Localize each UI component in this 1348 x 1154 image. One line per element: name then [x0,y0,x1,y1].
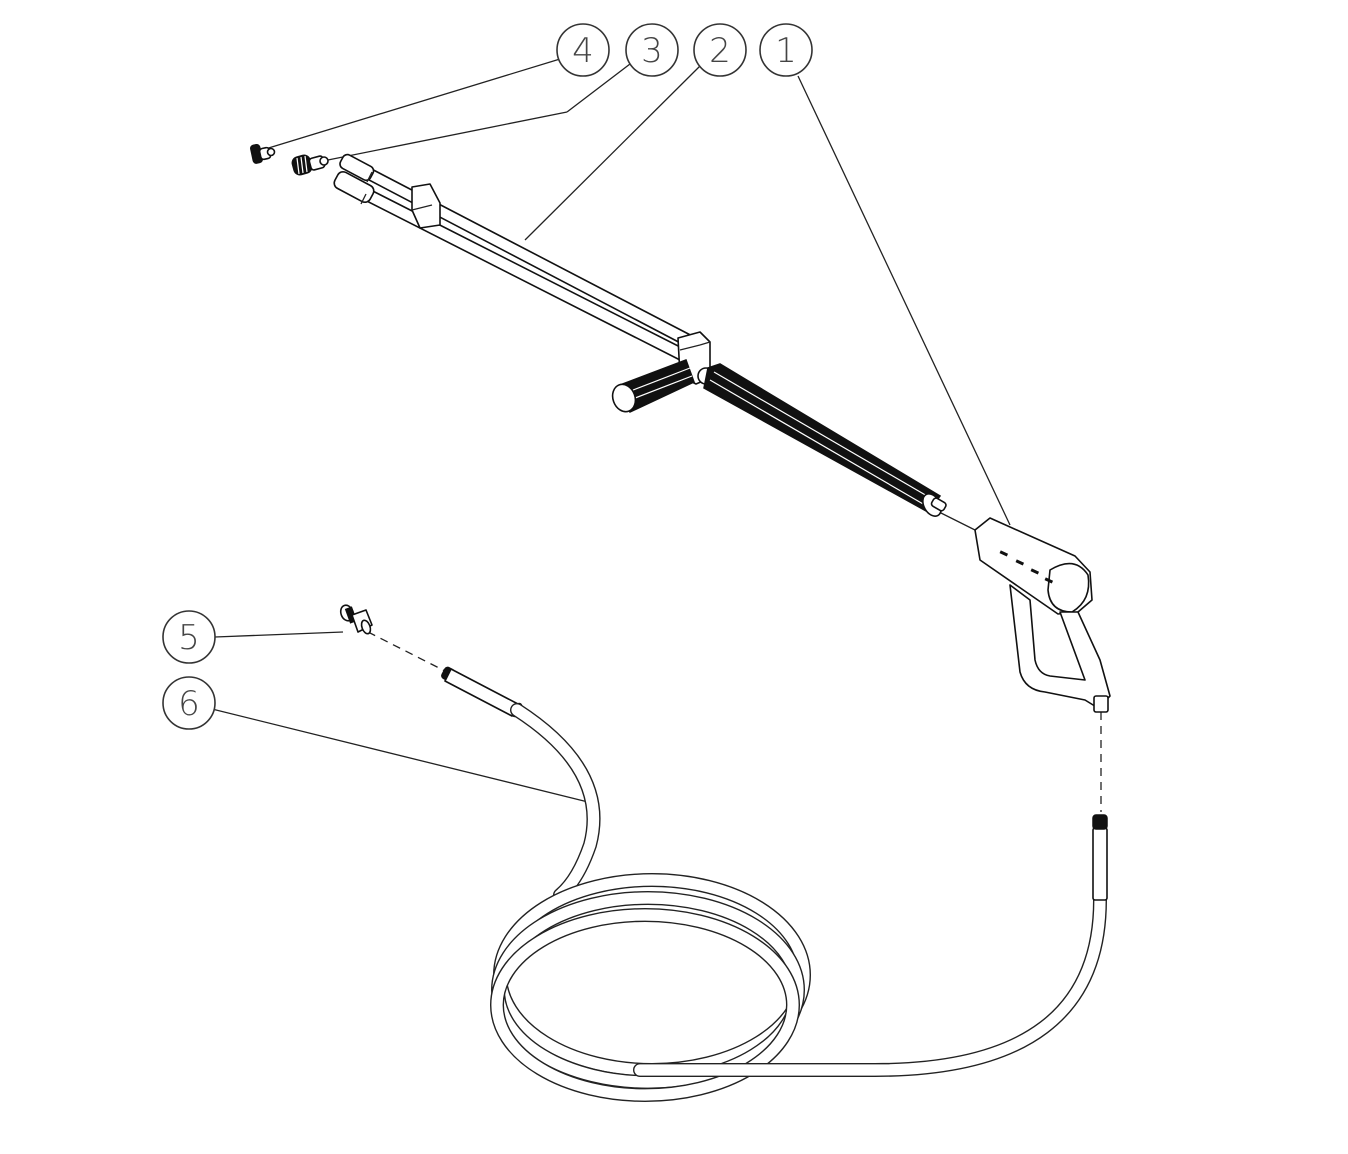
leader-5 [214,631,344,638]
callout-5: 5 [162,610,216,664]
hose-adapter-part[interactable] [339,603,373,635]
leader-2 [524,65,701,241]
leader-3 [566,63,631,113]
trigger-gun-part[interactable] [974,517,1111,713]
callout-1: 1 [759,23,813,77]
leader-1 [797,75,1011,526]
callout-4-label: 4 [572,31,594,71]
callout-4: 4 [556,23,610,77]
leader-6 [211,708,589,803]
axis-lance-gun [934,509,976,531]
callout-6: 6 [162,676,216,730]
callout-6-label: 6 [178,684,200,724]
leader-lines [211,58,1102,812]
callout-2: 2 [693,23,747,77]
dual-lance-part[interactable] [332,153,947,520]
callout-1-label: 1 [775,31,797,71]
callout-3: 3 [625,23,679,77]
main-grip-handle [697,363,947,517]
callout-3-label: 3 [641,31,663,71]
leader-4 [261,58,561,151]
quick-coupler-part[interactable] [291,154,329,176]
leader-3b [312,111,568,164]
axis-adapter-hose [367,631,448,673]
callout-5-label: 5 [178,618,200,658]
nozzle-tip-part[interactable] [250,143,276,164]
side-grip-handle [611,359,695,414]
high-pressure-hose-part[interactable] [441,666,1108,1102]
callout-2-label: 2 [709,31,731,71]
